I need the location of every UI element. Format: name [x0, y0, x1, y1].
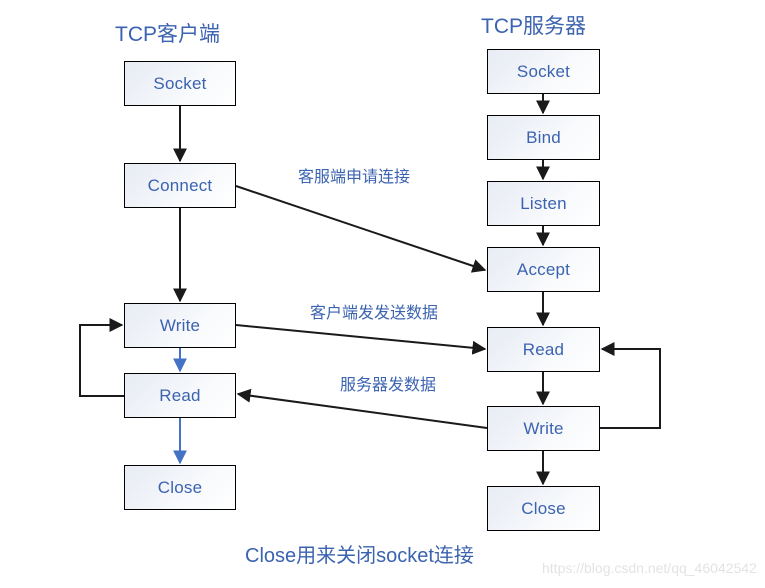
edge-label-client-send: 客户端发发送数据 [310, 305, 439, 322]
client-node-write-label: Write [159, 315, 201, 335]
client-node-socket[interactable]: Socket [124, 61, 236, 106]
footer-note: Close用来关闭socket连接 [245, 545, 474, 567]
server-node-write[interactable]: Write [487, 406, 600, 451]
server-column-title: TCP服务器 [481, 15, 586, 38]
server-node-accept[interactable]: Accept [487, 247, 600, 292]
edge-label-server-send: 服务器发数据 [340, 377, 437, 394]
client-node-close-label: Close [157, 477, 203, 497]
client-column-title: TCP客户端 [115, 23, 220, 46]
server-node-socket[interactable]: Socket [487, 49, 600, 94]
client-node-write[interactable]: Write [124, 303, 236, 348]
client-node-read[interactable]: Read [124, 373, 236, 418]
connector-client-write-to-server-read [235, 324, 487, 355]
server-node-listen[interactable]: Listen [487, 181, 600, 226]
client-node-socket-label: Socket [153, 73, 207, 93]
server-node-bind-label: Bind [526, 127, 561, 147]
server-node-socket-label: Socket [516, 61, 571, 81]
client-node-close[interactable]: Close [124, 465, 236, 510]
server-node-read-label: Read [522, 339, 565, 359]
client-node-connect-label: Connect [147, 175, 213, 195]
server-node-accept-label: Accept [516, 259, 571, 279]
server-node-write-label: Write [523, 418, 564, 438]
edge-label-connect-request: 客服端申请连接 [298, 169, 411, 186]
server-node-close[interactable]: Close [487, 486, 600, 531]
server-node-listen-label: Listen [520, 193, 567, 213]
connector-server-write-to-client-read [236, 388, 488, 429]
connector-server-write-loop-to-read [600, 342, 661, 429]
server-node-close-label: Close [521, 498, 566, 518]
watermark-text: https://blog.csdn.net/qq_46042542 [542, 560, 757, 576]
connector-client-read-loop-to-write [79, 318, 124, 397]
client-node-connect[interactable]: Connect [124, 163, 236, 208]
client-node-read-label: Read [159, 385, 201, 405]
server-node-read[interactable]: Read [487, 327, 600, 372]
connector-connect-to-accept [235, 185, 487, 273]
server-node-bind[interactable]: Bind [487, 115, 600, 160]
